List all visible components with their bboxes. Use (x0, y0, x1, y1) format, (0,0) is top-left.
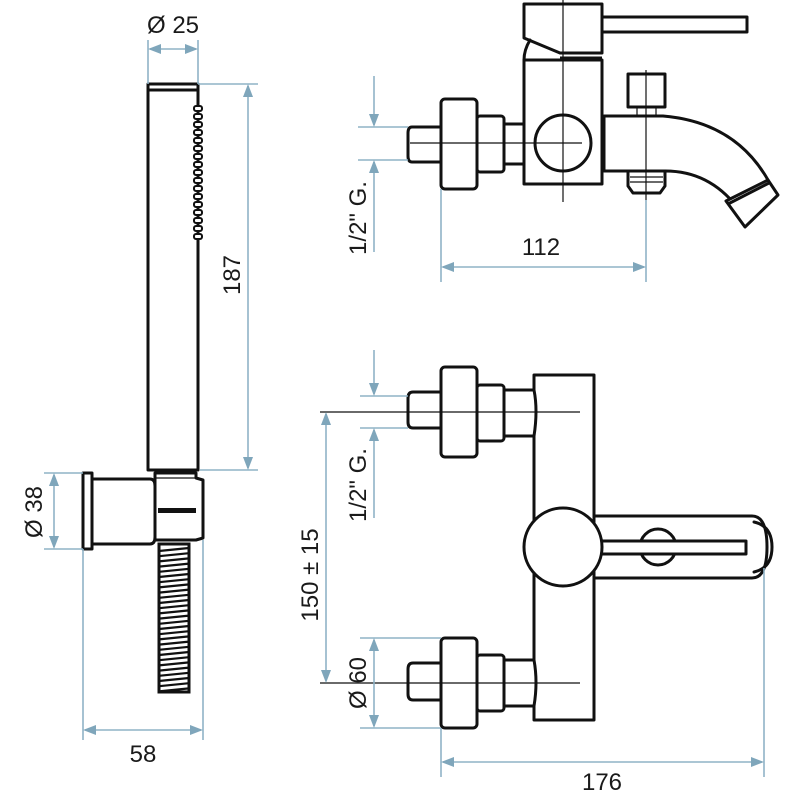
nozzle (193, 233, 203, 240)
hose-coil (158, 614, 190, 620)
inlet-thread (406, 125, 443, 164)
upper-inlet-thread (406, 390, 443, 430)
spout-aerator (724, 178, 780, 229)
hose-coil (158, 650, 190, 657)
arrow-head (243, 457, 253, 470)
inlet-pipe (502, 122, 526, 166)
inlet-nut (475, 114, 506, 174)
spray-nozzles (193, 105, 203, 240)
inlet-rosette (439, 97, 479, 191)
control-knob-front (522, 506, 604, 588)
mixer-front-view: 1/2" G. 150 ± 15 Ø 60 176 (297, 350, 774, 796)
nozzle (193, 145, 203, 152)
hose-coil (158, 609, 190, 615)
hose-coil (158, 604, 190, 610)
hose-coil (158, 583, 190, 589)
lever-front (598, 539, 748, 556)
label-rosette-diameter: Ø 60 (345, 657, 372, 709)
hose-coil (158, 635, 190, 641)
arrow-head (751, 757, 764, 767)
hose-coil (158, 661, 190, 667)
mixer-side-view: 1/2" G. 112 (345, 0, 780, 282)
label-overall-length: 176 (582, 769, 622, 796)
upper-nut (475, 383, 506, 443)
hose-coil (158, 552, 190, 558)
hose-coil (158, 546, 190, 553)
arrow-head (321, 670, 331, 683)
arrow-head (441, 262, 454, 272)
arrow-head (243, 84, 253, 97)
aerator-ring (727, 181, 770, 206)
nozzle (193, 129, 203, 136)
hose-coil (158, 624, 190, 631)
hose-coil (158, 666, 190, 672)
hose-coil (158, 671, 190, 677)
holder-band (158, 508, 196, 513)
label-holder-depth: 58 (130, 741, 157, 768)
arrow-head (148, 44, 161, 54)
nozzle (193, 209, 203, 216)
label-front-inlet-thread: 1/2" G. (345, 448, 372, 522)
nozzle (193, 105, 203, 112)
holder-cup (153, 471, 205, 542)
arrow-head (441, 757, 454, 767)
nozzle (193, 217, 203, 224)
hose-coil (158, 567, 190, 573)
nozzle (193, 121, 203, 128)
label-hand-shower-diameter: Ø 25 (147, 12, 199, 39)
arrow-head (369, 638, 379, 651)
lower-inlet-thread (406, 661, 443, 702)
hose-coil (158, 676, 190, 683)
mixer-lever (600, 15, 749, 34)
hose-coil (158, 572, 190, 579)
hose-coil (158, 562, 190, 568)
shower-hose (157, 542, 191, 694)
spout-tip (752, 520, 774, 574)
hose-coil (158, 656, 190, 662)
hose-coil (158, 682, 190, 688)
nozzle (193, 177, 203, 184)
arrow-head (369, 428, 379, 441)
cap-curve (522, 38, 532, 62)
nozzle (193, 201, 203, 208)
label-side-inlet-thread: 1/2" G. (345, 181, 372, 255)
hand-shower-view: Ø 25 187 Ø 38 58 (21, 12, 258, 768)
hose-coil (158, 630, 190, 636)
hose-coil (158, 588, 190, 594)
hose-coil (158, 640, 190, 646)
hose-coil (158, 593, 190, 599)
arrow-head (83, 725, 96, 735)
hose-coil (158, 619, 190, 625)
label-hand-shower-length: 187 (219, 255, 246, 295)
nozzle (193, 225, 203, 232)
nozzle (193, 185, 203, 192)
label-inlet-centers: 150 ± 15 (297, 528, 324, 621)
arrow-head (369, 383, 379, 396)
arrow-head (369, 160, 379, 173)
nozzle (193, 169, 203, 176)
label-holder-diameter: Ø 38 (21, 486, 48, 538)
arrow-head (49, 536, 59, 549)
hose-coil (158, 645, 190, 651)
hose-coil (158, 598, 190, 605)
nozzle (193, 113, 203, 120)
arrow-head (190, 725, 203, 735)
nozzle (193, 137, 203, 144)
nozzle (193, 161, 203, 168)
nozzle (193, 193, 203, 200)
arrow-head (185, 44, 198, 54)
upper-pipe (502, 388, 538, 438)
arrow-head (321, 412, 331, 425)
arrow-head (49, 473, 59, 486)
hose-coil (158, 557, 190, 563)
hose-coil (158, 687, 190, 693)
nozzle (193, 153, 203, 160)
hand-shower-handle (146, 82, 200, 472)
arrow-head (633, 262, 646, 272)
hose-coil (158, 578, 190, 584)
arrow-head (369, 114, 379, 127)
holder-arm (90, 477, 157, 546)
label-projection: 112 (522, 234, 560, 261)
arrow-head (369, 715, 379, 728)
